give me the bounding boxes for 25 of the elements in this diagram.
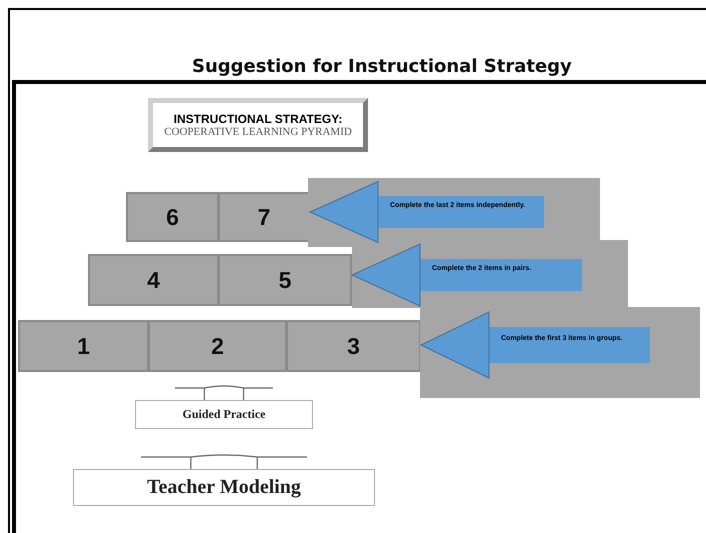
step-box xyxy=(148,320,287,372)
title: Suggestion for Instructional Strategy xyxy=(192,56,572,77)
step-box xyxy=(18,320,149,372)
step-number: 1 xyxy=(77,332,90,360)
step-box xyxy=(286,320,421,372)
base-label: Guided Practice xyxy=(182,407,266,422)
step-number: 5 xyxy=(278,266,292,294)
foundation-box xyxy=(73,469,375,506)
base-label: Teacher Modeling xyxy=(147,476,301,499)
block-arrow xyxy=(310,181,544,243)
step-box xyxy=(88,254,219,306)
step-box xyxy=(218,254,352,306)
title-banner xyxy=(148,98,368,152)
foundation-box xyxy=(135,400,313,429)
block-arrow xyxy=(420,312,650,378)
block-arrow xyxy=(352,244,582,306)
heading: INSTRUCTIONAL STRATEGY: xyxy=(174,112,342,126)
step-number: 7 xyxy=(258,204,270,230)
subtitle: COOPERATIVE LEARNING PYRAMID xyxy=(164,126,352,138)
step-number: 4 xyxy=(147,266,160,294)
step-box xyxy=(218,192,310,242)
step-number: 6 xyxy=(166,204,179,230)
step-box xyxy=(126,192,219,242)
step-number: 2 xyxy=(211,332,224,360)
step-number: 3 xyxy=(347,332,360,360)
